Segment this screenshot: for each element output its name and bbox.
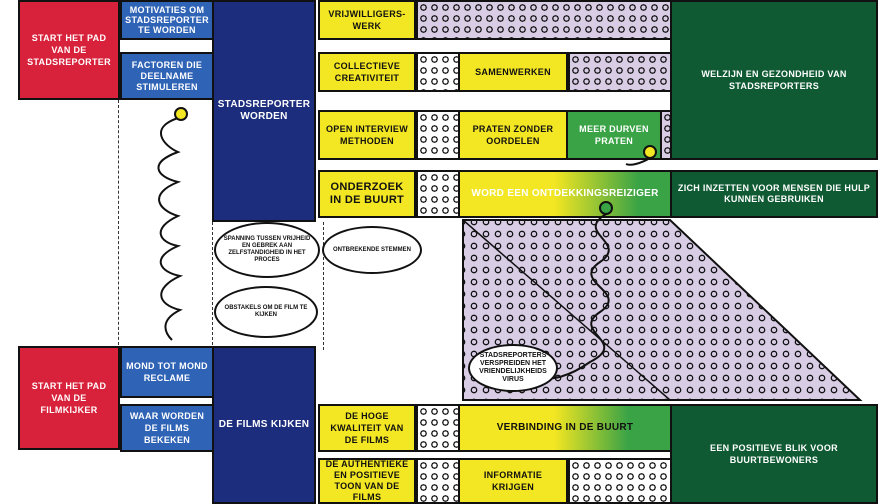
ontbrekende-burst: ONTBREKENDE STEMMEN <box>322 226 422 274</box>
welzijn-box: WELZIJN EN GEZONDHEID VAN STADSREPORTERS <box>670 0 878 160</box>
factoren-box: FACTOREN DIE DEELNAME STIMULEREN <box>120 52 214 100</box>
dotted-strip-row6 <box>416 458 460 504</box>
films-kijken-box: DE FILMS KIJKEN <box>212 346 316 504</box>
samenwerken-box: SAMENWERKEN <box>458 52 568 92</box>
dotted-strip-row3 <box>416 110 460 160</box>
mond-tot-mond-box: MOND TOT MOND RECLAME <box>120 346 214 398</box>
dotted-strip-row6b <box>568 458 674 504</box>
informatie-box: INFORMATIE KRIJGEN <box>458 458 568 504</box>
spanning-burst: SPANNING TUSSEN VRIJHEID EN GEBREK AAN Z… <box>214 222 320 278</box>
stadsreporter-worden-box: STADSREPORTER WORDEN <box>212 0 316 222</box>
open-interview-box: OPEN INTERVIEW METHODEN <box>318 110 416 160</box>
dotted-strip-row1 <box>416 0 674 40</box>
motivaties-box: MOTIVATIES OM STADSREPORTER TE WORDEN <box>120 0 214 40</box>
guide-line-3 <box>323 222 324 350</box>
authentieke-box: DE AUTHENTIEKE EN POSITIEVE TOON VAN DE … <box>318 458 416 504</box>
vrijwilligerswerk-box: VRIJWILLIGERS-WERK <box>318 0 416 40</box>
hoge-kwaliteit-box: DE HOGE KWALITEIT VAN DE FILMS <box>318 404 416 452</box>
start-filmkijker-box: START HET PAD VAN DE FILMKIJKER <box>18 346 120 450</box>
verbinding-box: VERBINDING IN DE BUURT <box>458 404 672 452</box>
guide-line-1 <box>118 100 119 350</box>
waar-bekeken-box: WAAR WORDEN DE FILMS BEKEKEN <box>120 404 214 452</box>
collectieve-box: COLLECTIEVE CREATIVITEIT <box>318 52 416 92</box>
guide-line-2 <box>212 222 213 350</box>
positieve-blik-box: EEN POSITIEVE BLIK VOOR BUURTBEWONERS <box>670 404 878 504</box>
dotted-strip-row2b <box>568 52 674 92</box>
virus-bubble: STADSREPORTERS VERSPREIDEN HET VRIENDELI… <box>468 344 558 392</box>
dotted-strip-row5 <box>416 404 460 452</box>
ontdekkingsreiziger-box: WORD EEN ONTDEKKINGSREIZIGER <box>458 170 672 218</box>
obstakels-burst: OBSTAKELS OM DE FILM TE KIJKEN <box>214 286 318 338</box>
zich-inzetten-box: ZICH INZETTEN VOOR MENSEN DIE HULP KUNNE… <box>670 170 878 218</box>
onderzoek-box: ONDERZOEK IN DE BUURT <box>318 170 416 218</box>
start-reporter-box: START HET PAD VAN DE STADSREPORTER <box>18 0 120 100</box>
